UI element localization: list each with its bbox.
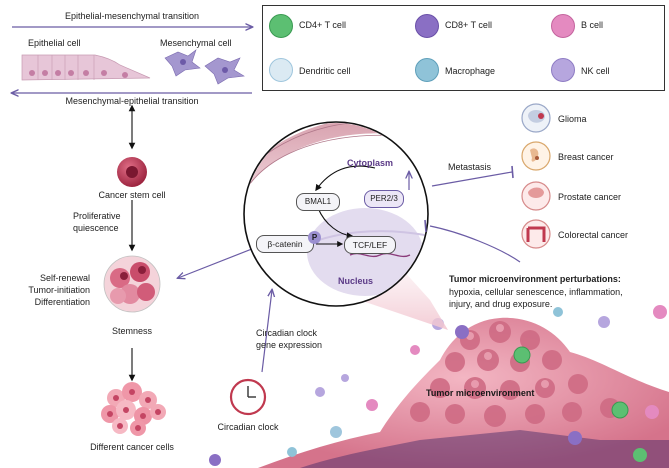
differentiation-label: Differentiation: [34, 297, 90, 307]
colorectal-cancer-label: Colorectal cancer: [558, 230, 629, 240]
beta-catenin-protein: β-catenin: [256, 235, 314, 253]
dendritic-cell-swatch: [269, 58, 293, 82]
immune-cell-legend: CD4+ T cell CD8+ T cell B cell Dendritic…: [262, 5, 665, 91]
emt-label: Epithelial-mesenchymal transition: [64, 11, 200, 21]
tumor-initiation-label: Tumor-initiation: [28, 285, 90, 295]
different-cancer-cells-illustration: [101, 382, 166, 436]
legend-macrophage: Macrophage: [445, 66, 496, 76]
stemness-cluster-illustration: [103, 255, 161, 313]
cancer-stem-cell-illustration: [117, 157, 147, 187]
tumor-illustration: [209, 305, 669, 468]
cancer-stem-cell-label: Cancer stem cell: [98, 190, 166, 200]
mesenchymal-cell-label: Mesenchymal cell: [160, 38, 232, 48]
tme-perturbations-line-2: injury, and drug exposure.: [449, 299, 553, 309]
legend-nk-cell: NK cell: [581, 66, 610, 76]
per-bmal-arrow: [315, 165, 376, 192]
nk-cell-swatch: [551, 58, 575, 82]
breast-cancer-icon: [521, 141, 551, 171]
glioma-icon: [521, 103, 551, 133]
clock-gene-label-1: Circadian clock: [256, 328, 318, 338]
metastasis-inhibition-line: [431, 171, 513, 187]
epithelial-cell-illustration: [21, 54, 151, 81]
tcf-lef-protein: TCF/LEF: [344, 236, 396, 254]
legend-cd8-t-cell: CD8+ T cell: [445, 20, 492, 30]
bmal1-protein: BMAL1: [296, 193, 340, 211]
legend-dendritic-cell: Dendritic cell: [299, 66, 351, 76]
clock-icon: [229, 378, 267, 416]
epithelial-cell-label: Epithelial cell: [28, 38, 81, 48]
macrophage-swatch: [415, 58, 439, 82]
stemness-label: Stemness: [111, 326, 153, 336]
glioma-label: Glioma: [558, 114, 587, 124]
cell-zoom-circle: [243, 121, 429, 307]
bmal-tcf-arrow: [317, 207, 354, 239]
nucleus-label: Nucleus: [338, 276, 374, 286]
quiescence-label: quiescence: [73, 223, 119, 233]
phosphate-marker: P: [308, 231, 321, 244]
cd4-t-cell-swatch: [269, 14, 293, 38]
circadian-clock-label: Circadian clock: [217, 422, 279, 432]
metastasis-label: Metastasis: [448, 162, 492, 172]
colorectal-cancer-icon: [521, 219, 551, 249]
cytoplasm-label: Cytoplasm: [347, 158, 394, 168]
prostate-cancer-label: Prostate cancer: [558, 192, 622, 202]
prostate-cancer-icon: [521, 181, 551, 211]
legend-b-cell: B cell: [581, 20, 604, 30]
self-renewal-label: Self-renewal: [39, 273, 90, 283]
cd8-t-cell-swatch: [415, 14, 439, 38]
breast-cancer-label: Breast cancer: [558, 152, 614, 162]
tumor-microenvironment-label: Tumor microenvironment: [426, 388, 535, 398]
clock-gene-arrow: [261, 290, 272, 373]
stemness-arrow: [178, 244, 263, 278]
tme-perturbations-line-1: hypoxia, cellular senescence, inflammati…: [449, 287, 623, 297]
proliferative-label: Proliferative: [73, 211, 121, 221]
clock-gene-label-2: gene expression: [256, 340, 323, 350]
b-cell-swatch: [551, 14, 575, 38]
legend-cd4-t-cell: CD4+ T cell: [299, 20, 346, 30]
mesenchymal-cell-illustration: [164, 49, 245, 85]
tme-perturbations-title: Tumor microenvironment perturbations:: [449, 274, 621, 284]
different-cancer-cells-label: Different cancer cells: [90, 442, 174, 452]
met-label: Mesenchymal-epithelial transition: [65, 96, 199, 106]
per-protein: PER2/3: [364, 190, 404, 208]
tme-inhibition-line: [429, 225, 521, 263]
